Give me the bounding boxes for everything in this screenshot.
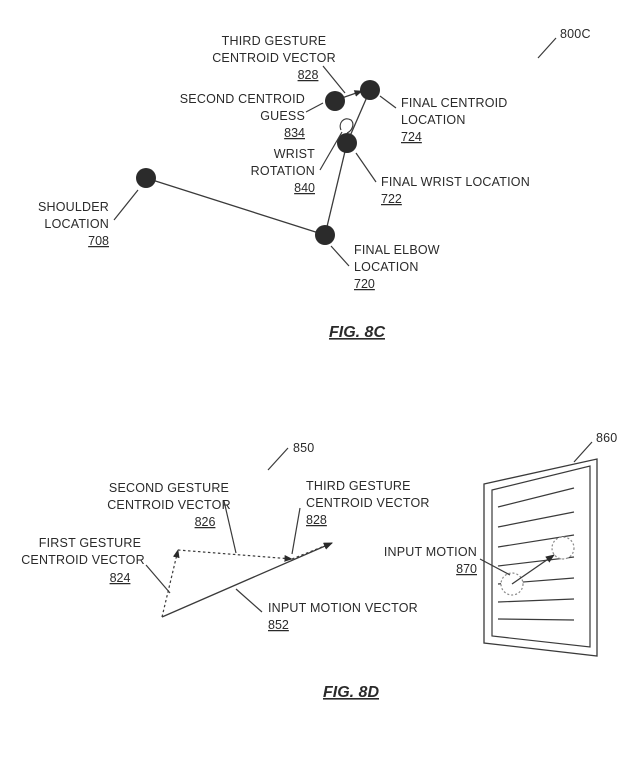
content-line	[497, 598, 575, 603]
ref-860-leader	[573, 441, 593, 463]
input-motion-arrow	[511, 554, 555, 585]
svg-text:824: 824	[110, 571, 131, 585]
first-gesture-leader	[145, 564, 171, 594]
ref-860-label: 860	[596, 431, 617, 445]
svg-text:FINAL ELBOW: FINAL ELBOW	[354, 243, 440, 257]
svg-text:CENTROID VECTOR: CENTROID VECTOR	[107, 498, 231, 512]
svg-text:THIRD GESTURE: THIRD GESTURE	[222, 34, 327, 48]
svg-text:CENTROID VECTOR: CENTROID VECTOR	[212, 51, 336, 65]
figure-8d-title: FIG. 8D	[323, 684, 379, 701]
final-centroid-dot	[360, 80, 380, 100]
svg-text:828: 828	[306, 513, 327, 527]
svg-text:LOCATION: LOCATION	[401, 113, 466, 127]
third-gesture-centroid-vector-label: THIRD GESTURE CENTROID VECTOR 828	[212, 34, 336, 82]
input-motion-label: INPUT MOTION 870	[384, 545, 477, 576]
upper-arm-segment	[145, 177, 326, 236]
svg-text:GUESS: GUESS	[260, 109, 305, 123]
screen-outer-frame	[483, 458, 598, 657]
figure-8d: 850 SECOND GESTURE CENTROID VECTOR 826 T…	[21, 431, 617, 701]
final-wrist-joint	[337, 133, 357, 153]
final-elbow-location-label: FINAL ELBOW LOCATION 720	[354, 243, 440, 291]
wrist-rotation-leader	[319, 131, 343, 171]
final-wrist-location-label: FINAL WRIST LOCATION 722	[381, 175, 530, 206]
second-centroid-guess-dot	[325, 91, 345, 111]
svg-text:FINAL CENTROID: FINAL CENTROID	[401, 96, 508, 110]
first-gesture-centroid-vector-label: FIRST GESTURE CENTROID VECTOR 824	[21, 536, 145, 585]
shoulder-location-label: SHOULDER LOCATION 708	[38, 200, 109, 248]
figure-8c: 800C THIRD GESTURE CENTROID VECTOR 828 S…	[38, 27, 591, 341]
svg-text:724: 724	[401, 130, 422, 144]
svg-text:834: 834	[284, 126, 305, 140]
svg-text:LOCATION: LOCATION	[354, 260, 419, 274]
content-line	[497, 511, 575, 528]
forearm-segment	[324, 142, 348, 236]
svg-text:FIRST GESTURE: FIRST GESTURE	[39, 536, 141, 550]
svg-text:INPUT MOTION: INPUT MOTION	[384, 545, 477, 559]
svg-text:ROTATION: ROTATION	[251, 164, 315, 178]
screen-inner-frame	[491, 465, 591, 648]
final-centroid-leader	[379, 95, 397, 109]
input-motion-vector-label: INPUT MOTION VECTOR 852	[268, 601, 418, 632]
first-gesture-vector	[161, 549, 180, 618]
input-motion-vector	[161, 542, 333, 618]
svg-text:FINAL WRIST LOCATION: FINAL WRIST LOCATION	[381, 175, 530, 189]
svg-text:CENTROID VECTOR: CENTROID VECTOR	[306, 496, 430, 510]
final-elbow-leader	[330, 245, 350, 267]
figure-8c-title: FIG. 8C	[329, 324, 385, 341]
svg-text:WRIST: WRIST	[274, 147, 315, 161]
svg-text:SHOULDER: SHOULDER	[38, 200, 109, 214]
final-wrist-leader	[355, 152, 377, 183]
second-centroid-leader	[305, 102, 324, 113]
input-motion-leader	[479, 558, 511, 576]
svg-text:870: 870	[456, 562, 477, 576]
input-motion-end-circle	[551, 536, 575, 560]
svg-text:826: 826	[195, 515, 216, 529]
final-centroid-location-label: FINAL CENTROID LOCATION 724	[401, 96, 508, 144]
shoulder-leader	[113, 189, 139, 221]
shoulder-joint	[136, 168, 156, 188]
second-gesture-leader	[223, 500, 237, 554]
svg-text:708: 708	[88, 234, 109, 248]
third-gesture-leader-8d	[291, 507, 301, 555]
svg-text:LOCATION: LOCATION	[44, 217, 109, 231]
second-gesture-vector	[177, 549, 293, 562]
svg-text:722: 722	[381, 192, 402, 206]
ref-850-leader	[267, 447, 289, 471]
svg-text:SECOND CENTROID: SECOND CENTROID	[180, 92, 305, 106]
svg-text:828: 828	[298, 68, 319, 82]
third-gesture-leader	[322, 65, 346, 94]
svg-text:840: 840	[294, 181, 315, 195]
content-line	[497, 487, 575, 508]
content-line	[497, 618, 575, 621]
svg-text:INPUT MOTION VECTOR: INPUT MOTION VECTOR	[268, 601, 418, 615]
wrist-rotation-arc	[339, 118, 354, 134]
svg-text:852: 852	[268, 618, 289, 632]
wrist-rotation-label: WRIST ROTATION 840	[251, 147, 315, 195]
ref-800c-label: 800C	[560, 27, 591, 41]
second-centroid-guess-label: SECOND CENTROID GUESS 834	[180, 92, 305, 140]
third-gesture-centroid-vector-label-8d: THIRD GESTURE CENTROID VECTOR 828	[306, 479, 430, 527]
input-motion-vector-leader	[235, 588, 263, 613]
display-screen	[483, 458, 598, 657]
svg-text:THIRD GESTURE: THIRD GESTURE	[306, 479, 411, 493]
second-gesture-centroid-vector-label: SECOND GESTURE CENTROID VECTOR 826	[107, 481, 231, 529]
svg-text:SECOND GESTURE: SECOND GESTURE	[109, 481, 229, 495]
final-elbow-joint	[315, 225, 335, 245]
ref-800c-leader	[537, 37, 557, 59]
svg-text:720: 720	[354, 277, 375, 291]
ref-850-label: 850	[293, 441, 314, 455]
svg-text:CENTROID VECTOR: CENTROID VECTOR	[21, 553, 145, 567]
